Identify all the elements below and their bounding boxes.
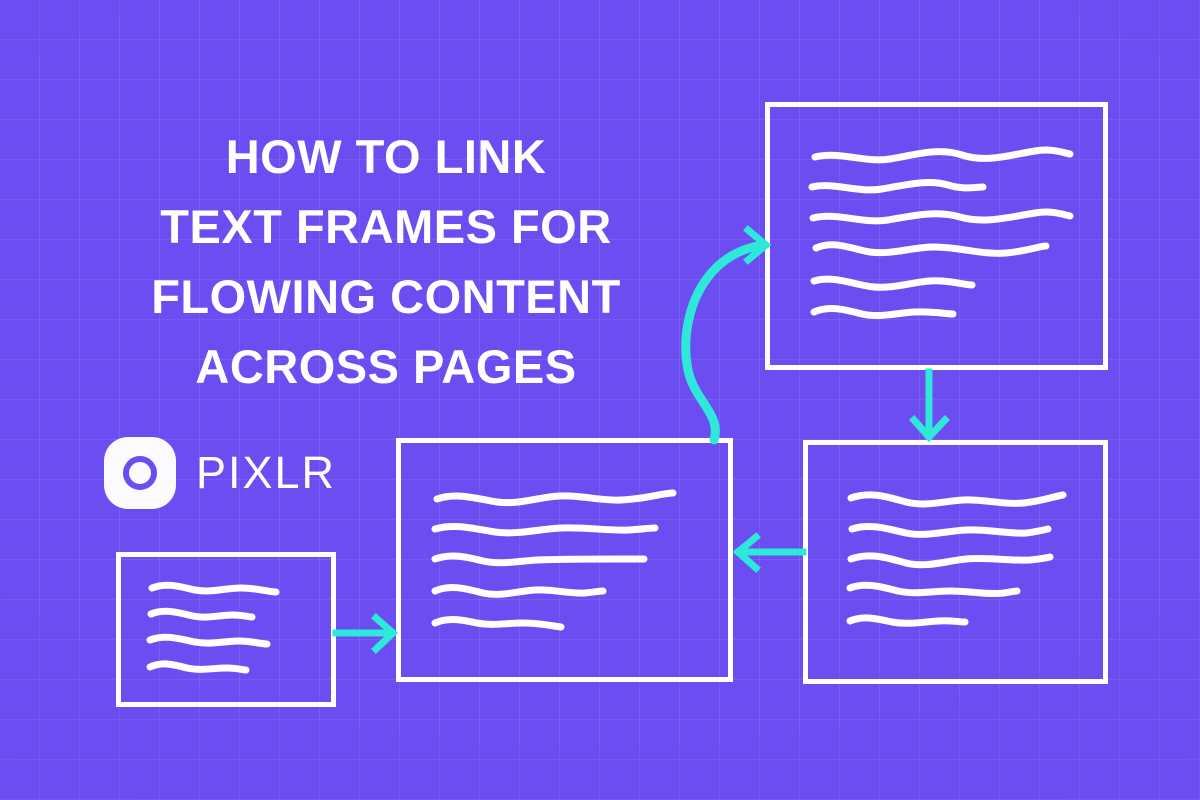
text-frame-bottom-right-lines xyxy=(846,491,1067,627)
pixlr-ring-inner xyxy=(123,456,157,490)
page-title-line-4: ACROSS PAGES xyxy=(195,340,577,393)
arrow-down-top-right-to-bottom-right xyxy=(908,368,952,443)
page-title: HOW TO LINK TEXT FRAMES FOR FLOWING CONT… xyxy=(96,122,676,402)
text-frame-bottom-right[interactable] xyxy=(803,440,1108,684)
arrow-right-small-to-middle xyxy=(332,612,406,656)
text-frame-middle[interactable] xyxy=(396,438,733,682)
pixlr-logo[interactable]: PIXLR xyxy=(104,437,336,509)
page-title-line-2: TEXT FRAMES FOR xyxy=(160,200,612,253)
page-title-line-1: HOW TO LINK xyxy=(225,130,547,183)
pixlr-wordmark: PIXLR xyxy=(196,447,337,498)
text-frame-top-right-lines xyxy=(808,146,1074,320)
pixlr-ring-icon xyxy=(104,437,176,509)
text-frame-top-right[interactable] xyxy=(765,102,1108,370)
page-title-line-3: FLOWING CONTENT xyxy=(151,270,621,323)
text-frame-middle-lines xyxy=(431,489,677,631)
text-frame-small-left[interactable] xyxy=(116,552,336,707)
arrow-left-bottom-right-to-middle xyxy=(732,530,807,574)
curved-arrow-middle-to-top-right xyxy=(672,225,782,445)
text-frame-small-left-lines xyxy=(146,581,280,674)
